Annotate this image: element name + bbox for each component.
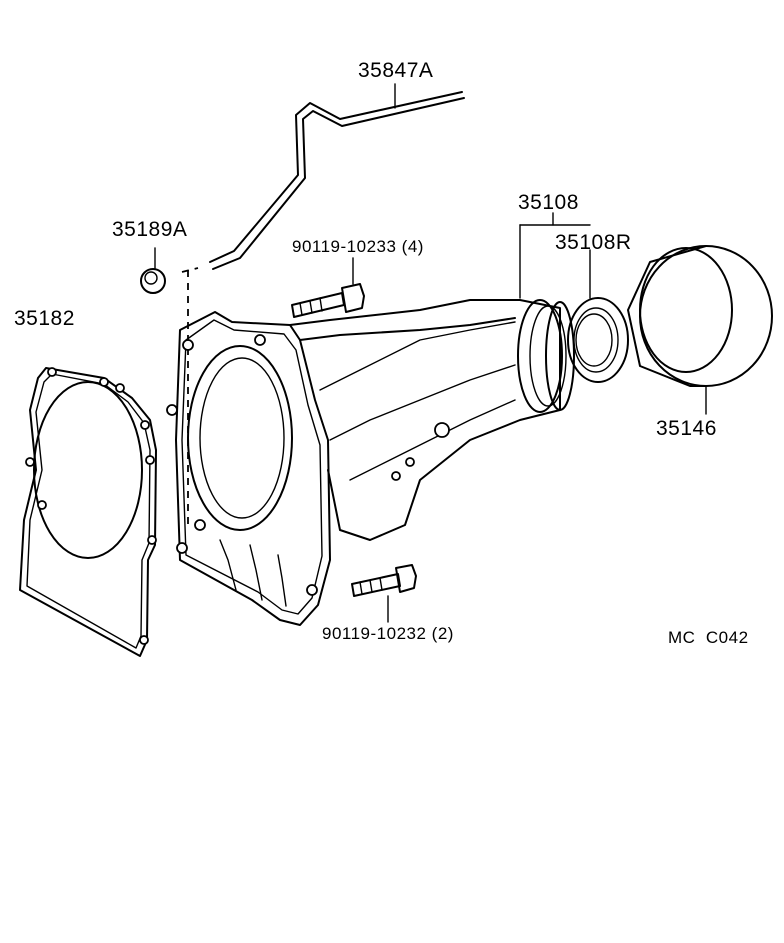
upper-bolt (291, 257, 365, 318)
extension-housing (166, 224, 575, 626)
label-35182: 35182 (14, 307, 75, 330)
gasket (19, 367, 157, 657)
label-35847a: 35847A (358, 59, 434, 82)
plug (140, 247, 166, 294)
diagram-code: MC C042 (668, 628, 749, 647)
callout-bracket (519, 212, 591, 226)
oil-seal (567, 249, 629, 383)
dust-cover (627, 245, 773, 415)
label-35108r: 35108R (555, 231, 632, 254)
label-lower-bolt: 90119-10232 (2) (322, 624, 454, 643)
label-upper-bolt: 90119-10233 (4) (292, 237, 424, 256)
label-35146: 35146 (656, 417, 717, 440)
label-35108: 35108 (518, 191, 579, 214)
label-35189a: 35189A (112, 218, 188, 241)
lower-bolt (351, 564, 417, 623)
breather-tube (209, 83, 465, 270)
guide-lines (181, 267, 199, 530)
